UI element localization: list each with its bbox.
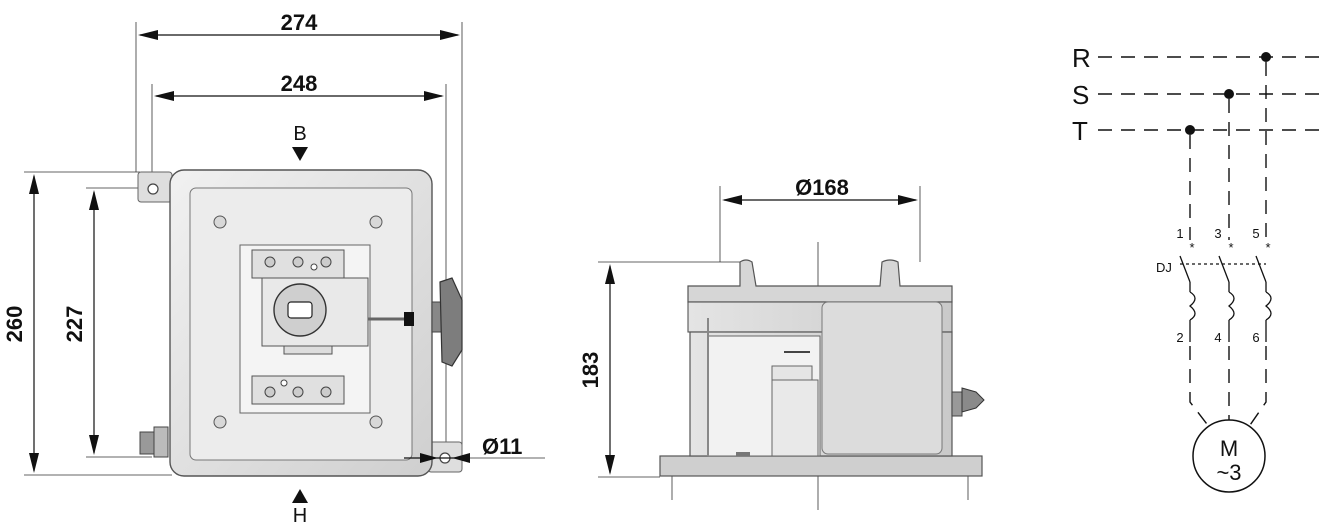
front-view: 274 248 260 227 B H <box>2 10 545 524</box>
side-view: Ø168 183 <box>578 175 985 510</box>
dim-260-label: 260 <box>2 306 27 343</box>
dimension-168: Ø168 <box>722 175 918 205</box>
junction-s <box>1224 89 1234 99</box>
svg-text:4: 4 <box>1214 330 1221 345</box>
dim-183-label: 183 <box>578 352 603 389</box>
motor-label: M <box>1220 436 1238 461</box>
label-h: H <box>293 505 307 524</box>
svg-text:*: * <box>1189 240 1194 255</box>
dimension-248: 248 <box>154 71 444 101</box>
svg-text:*: * <box>1228 240 1233 255</box>
dimension-274: 274 <box>138 10 460 40</box>
phase-r-label: R <box>1072 43 1091 73</box>
svg-text:*: * <box>1265 240 1270 255</box>
dimension-260: 260 <box>2 174 39 473</box>
svg-text:2: 2 <box>1176 330 1183 345</box>
svg-text:1: 1 <box>1176 226 1183 241</box>
junction-r <box>1261 52 1271 62</box>
breaker-label: DJ <box>1156 260 1172 275</box>
dim-hole-label: Ø11 <box>482 434 522 459</box>
dimension-hole: Ø11 <box>404 434 545 463</box>
svg-text:3: 3 <box>1214 226 1221 241</box>
side-handle <box>439 277 463 367</box>
svg-text:6: 6 <box>1252 330 1259 345</box>
arrow-down-icon <box>292 147 308 161</box>
phase-t-label: T <box>1072 116 1088 146</box>
dimension-227: 227 <box>62 190 99 455</box>
wiring-schematic: R S T 1 3 5 * * * DJ <box>1072 43 1324 493</box>
phase-s-label: S <box>1072 80 1089 110</box>
dim-274-label: 274 <box>281 10 318 35</box>
arrow-up-icon <box>292 489 308 503</box>
label-b: B <box>293 123 306 145</box>
dim-227-label: 227 <box>62 306 87 343</box>
junction-t <box>1185 125 1195 135</box>
circuit-breaker-dj: 1 3 5 * * * DJ 2 4 6 <box>1156 226 1272 345</box>
dim-168-label: Ø168 <box>795 175 849 200</box>
dimension-183: 183 <box>578 264 615 475</box>
motor-symbol: M ~3 <box>1192 419 1266 493</box>
dim-248-label: 248 <box>281 71 318 96</box>
base-plate <box>659 455 983 477</box>
svg-text:5: 5 <box>1252 226 1259 241</box>
motor-phase-label: ~3 <box>1216 460 1241 485</box>
